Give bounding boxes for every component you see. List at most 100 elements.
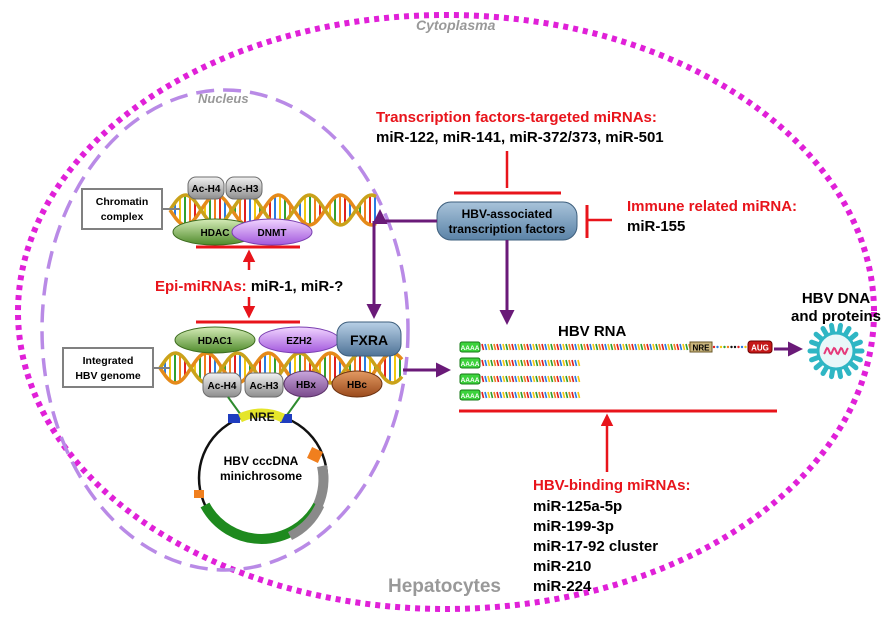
- integrated-genome-label-line1: Integrated: [83, 355, 134, 367]
- hdac-label: HDAC: [201, 228, 230, 239]
- rna-base: [502, 375, 506, 383]
- binding-mirna-item: miR-199-3p: [533, 518, 614, 535]
- rna-base: [502, 343, 506, 351]
- rna-base: [616, 343, 620, 351]
- ezh2-label: EZH2: [286, 336, 312, 347]
- rna-base: [499, 375, 503, 383]
- rna-base: [535, 343, 539, 351]
- hbv-rna-strands: AAAA AAAA AAAA AAAA: [459, 341, 747, 401]
- rna-base: [508, 375, 512, 383]
- rna-base: [712, 345, 716, 349]
- rna-base: [577, 359, 581, 367]
- tf-mirnas-title: Transcription factors-targeted miRNAs:: [376, 109, 657, 126]
- helix-strand: [168, 193, 377, 227]
- rna-base: [670, 343, 674, 351]
- rna-base: [577, 343, 581, 351]
- poly-a-label: AAAA: [461, 361, 480, 368]
- hepatocytes-label: Hepatocytes: [388, 576, 501, 597]
- hbv-dna-label-line1: HBV DNA: [802, 290, 871, 307]
- hbv-dna-label-line2: and proteins: [791, 308, 881, 325]
- rna-base: [556, 359, 560, 367]
- rna-base: [649, 343, 653, 351]
- poly-a-label: AAAA: [461, 377, 480, 384]
- binding-mirnas-title: HBV-binding miRNAs:: [533, 477, 691, 494]
- rna-base: [532, 343, 536, 351]
- rna-base: [502, 391, 506, 399]
- rna-base: [487, 375, 491, 383]
- rna-base: [487, 359, 491, 367]
- rna-base: [574, 375, 578, 383]
- virus-particle-icon: [807, 322, 865, 380]
- rna-base: [526, 375, 530, 383]
- cytoplasm-membrane: [15, 12, 877, 612]
- rna-base: [565, 359, 569, 367]
- rna-base: [505, 359, 509, 367]
- rna-base: [568, 375, 572, 383]
- hbc-label: HBc: [347, 380, 367, 391]
- rna-base: [673, 343, 677, 351]
- rna-base: [484, 359, 488, 367]
- rna-base: [571, 391, 575, 399]
- rna-base: [499, 343, 503, 351]
- rna-base: [733, 345, 737, 349]
- rna-base: [511, 391, 515, 399]
- rna-base: [511, 375, 515, 383]
- cccdna-nre-arc: [238, 408, 285, 423]
- rna-base: [628, 343, 632, 351]
- rna-base: [589, 343, 593, 351]
- rna-base: [535, 375, 539, 383]
- rna-base: [646, 343, 650, 351]
- epi-mirnas-label: Epi-miRNAs: miR-1, miR-?: [155, 278, 343, 295]
- rna-base: [517, 359, 521, 367]
- rna-base: [514, 343, 518, 351]
- rna-base: [562, 375, 566, 383]
- rna-base: [726, 345, 730, 349]
- rna-base: [541, 359, 545, 367]
- rna-base: [529, 375, 533, 383]
- tf-to-chromatin-arrow: [372, 209, 437, 224]
- rna-base: [553, 391, 557, 399]
- rna-base: [583, 343, 587, 351]
- rna-base: [744, 345, 747, 349]
- cccdna-nre-label: NRE: [249, 410, 274, 424]
- rna-base: [505, 391, 509, 399]
- rna-base: [598, 343, 602, 351]
- binding-mirna-item: miR-17-92 cluster: [533, 538, 658, 555]
- rna-base: [568, 359, 572, 367]
- rna-base: [737, 345, 740, 349]
- cccdna-orange-marker-left: [194, 490, 204, 498]
- poly-a-label: AAAA: [461, 393, 480, 400]
- immune-mirna-title: Immune related miRNA:: [627, 198, 797, 215]
- rna-base: [571, 375, 575, 383]
- cccdna-blue-marker2: [280, 414, 292, 423]
- rna-base: [496, 391, 500, 399]
- binding-mirna-item: miR-224: [533, 578, 592, 595]
- hbv-tf-label-line2: transcription factors: [449, 222, 566, 236]
- rna-base: [740, 345, 744, 349]
- rna-base: [550, 359, 554, 367]
- histone-ach4-top-label: Ac-H4: [192, 184, 221, 195]
- rna-base: [526, 343, 530, 351]
- integrated-genome-label-line2: HBV genome: [75, 370, 141, 382]
- rna-base: [538, 343, 542, 351]
- binding-mirna-item: miR-125a-5p: [533, 498, 622, 515]
- rna-base: [553, 359, 557, 367]
- rna-base: [631, 343, 635, 351]
- integrated-genome-box: [62, 347, 154, 388]
- poly-a-label: AAAA: [461, 345, 480, 352]
- rna-base: [538, 359, 542, 367]
- cccdna-gray-segment2: [287, 502, 325, 541]
- rna-base: [568, 391, 572, 399]
- fxra-protein: [336, 321, 402, 357]
- rna-base: [532, 359, 536, 367]
- rna-base: [577, 391, 581, 399]
- rna-base: [544, 343, 548, 351]
- dnmt-protein: [231, 218, 313, 246]
- rna-aug-tag: [747, 340, 773, 354]
- rna-base: [520, 343, 524, 351]
- cccdna-orange-marker: [307, 447, 323, 463]
- rna-base: [517, 391, 521, 399]
- rna-base: [487, 391, 491, 399]
- cccdna-blue-marker: [228, 414, 240, 423]
- rna-base: [574, 391, 578, 399]
